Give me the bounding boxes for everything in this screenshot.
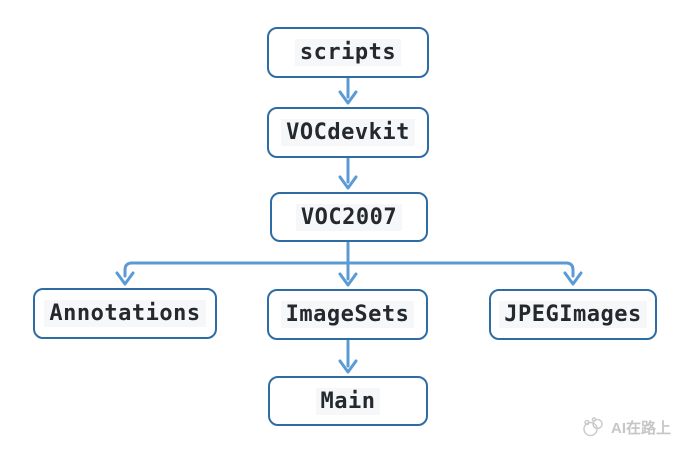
node-jpegimages-label: JPEGImages — [499, 301, 647, 328]
edge-scripts-vocdevkit — [338, 77, 358, 105]
node-voc2007: VOC2007 — [270, 192, 428, 242]
node-scripts: scripts — [267, 27, 429, 78]
edge-vocdevkit-voc2007 — [338, 157, 358, 190]
edge-imagesets-main — [338, 339, 358, 374]
node-main: Main — [268, 376, 428, 426]
node-scripts-label: scripts — [294, 39, 402, 66]
edge-voc2007-branch-bar — [123, 261, 575, 278]
node-vocdevkit: VOCdevkit — [267, 107, 429, 158]
watermark-logo-icon — [581, 416, 605, 438]
watermark: AI在路上 — [581, 416, 671, 438]
node-annotations: Annotations — [33, 288, 217, 339]
node-imagesets: ImageSets — [267, 289, 428, 340]
node-main-label: Main — [315, 387, 381, 415]
node-annotations-label: Annotations — [44, 300, 206, 327]
node-imagesets-label: ImageSets — [280, 301, 415, 328]
watermark-text: AI在路上 — [610, 419, 671, 437]
edge-voc2007-annotations — [115, 271, 135, 286]
node-vocdevkit-label: VOCdevkit — [281, 119, 415, 146]
node-jpegimages: JPEGImages — [489, 289, 657, 340]
edge-voc2007-jpegimages — [563, 271, 583, 286]
node-voc2007-label: VOC2007 — [295, 203, 403, 231]
edge-voc2007-imagesets — [338, 241, 358, 287]
